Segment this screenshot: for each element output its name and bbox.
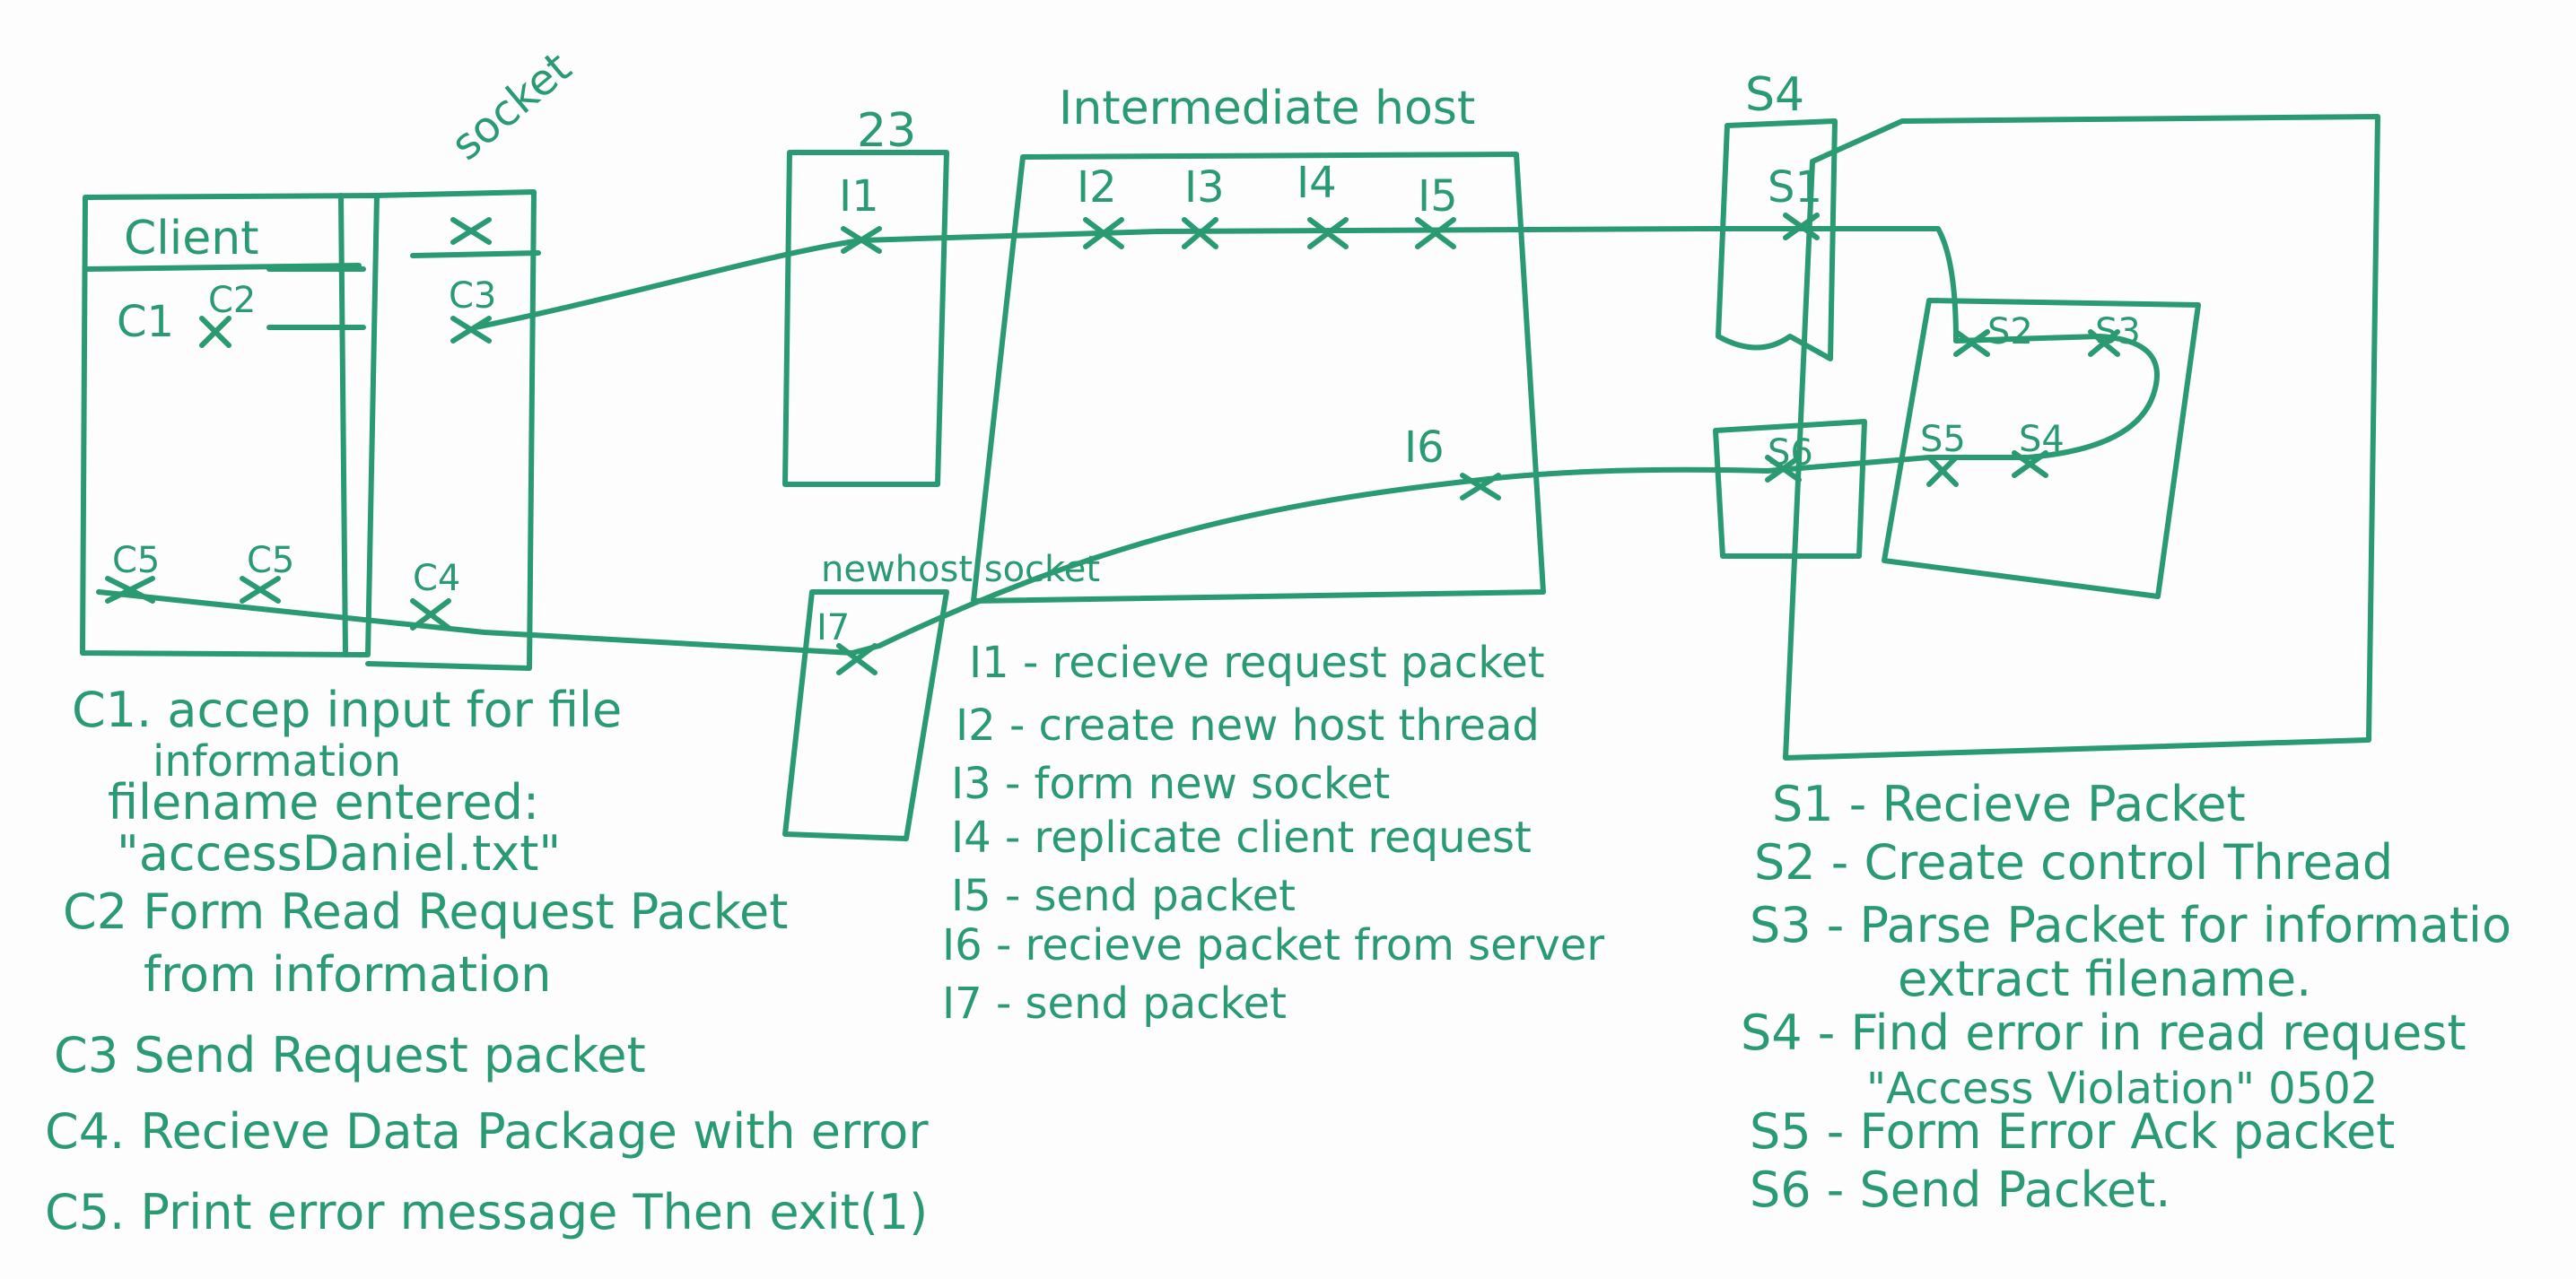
intermediate-note: I6 - recieve packet from server bbox=[942, 920, 1605, 970]
intermediate-note: I7 - send packet bbox=[942, 979, 1287, 1029]
label-s3: S3 bbox=[2095, 311, 2141, 352]
request-path bbox=[473, 226, 2160, 460]
server-note: S2 - Create control Thread bbox=[1754, 834, 2394, 891]
server-note: S4 - Find error in read request bbox=[1741, 1005, 2467, 1061]
client-note: filename entered: bbox=[108, 774, 540, 831]
intermediate-note: I2 - create new host thread bbox=[956, 700, 1540, 751]
client-divider bbox=[83, 263, 362, 272]
label-s4: S4 bbox=[2019, 419, 2065, 460]
label-c5: C5 bbox=[112, 540, 161, 581]
label-c5b: C5 bbox=[247, 540, 295, 581]
intermediate-box bbox=[971, 152, 1546, 604]
label-i5: I5 bbox=[1418, 171, 1458, 222]
newhost-box bbox=[782, 589, 949, 841]
intermediate-title: Intermediate host bbox=[1059, 82, 1476, 135]
server-note: S1 - Recieve Packet bbox=[1772, 776, 2246, 832]
label-i2: I2 bbox=[1077, 162, 1117, 213]
newhost-title: newhost socket bbox=[821, 549, 1101, 590]
client-note: C4. Recieve Data Package with error bbox=[45, 1103, 929, 1160]
server-box bbox=[1783, 114, 2380, 761]
z3-title: 23 bbox=[857, 104, 917, 158]
label-s6: S6 bbox=[1768, 432, 1813, 474]
client-note: C3 Send Request packet bbox=[54, 1027, 646, 1083]
socket-box bbox=[365, 189, 537, 671]
label-i3: I3 bbox=[1184, 162, 1225, 213]
x-marks bbox=[105, 213, 2120, 675]
intermediate-note: I5 - send packet bbox=[951, 871, 1296, 921]
server-note: "Access Violation" 0502 bbox=[1866, 1064, 2379, 1114]
client-box bbox=[80, 193, 380, 657]
label-s5: S5 bbox=[1920, 419, 1966, 460]
client-note: C1. accep input for file bbox=[72, 682, 623, 738]
control-thread-box bbox=[1882, 298, 2201, 599]
client-note: C5. Print error message Then exit(1) bbox=[45, 1184, 929, 1240]
client-note: C2 Form Read Request Packet bbox=[63, 883, 789, 940]
server-note: S5 - Form Error Ack packet bbox=[1750, 1103, 2396, 1160]
client-note: "accessDaniel.txt" bbox=[117, 825, 562, 882]
label-i4: I4 bbox=[1297, 158, 1337, 208]
label-c1: C1 bbox=[117, 297, 175, 347]
label-i6: I6 bbox=[1404, 422, 1445, 473]
intermediate-note: I1 - recieve request packet bbox=[969, 638, 1545, 688]
client-title: Client bbox=[124, 212, 259, 265]
socket-divider bbox=[410, 250, 541, 258]
response-path bbox=[96, 455, 1932, 656]
client-note: information bbox=[153, 736, 402, 787]
server-note: S6 - Send Packet. bbox=[1750, 1162, 2171, 1218]
intermediate-note: I3 - form new socket bbox=[951, 759, 1391, 809]
s4-title: S4 bbox=[1745, 68, 1805, 122]
server-note: extract filename. bbox=[1898, 951, 2312, 1007]
server-note: S3 - Parse Packet for informatio bbox=[1750, 897, 2512, 953]
client-note: from information bbox=[144, 946, 552, 1003]
intermediate-note: I4 - replicate client request bbox=[951, 813, 1532, 863]
label-i1: I1 bbox=[839, 171, 879, 222]
client-inner-line bbox=[338, 193, 348, 657]
server-socket-pocket bbox=[1713, 419, 1867, 559]
label-s2: S2 bbox=[1987, 311, 2033, 352]
label-c2: C2 bbox=[208, 280, 257, 321]
label-c4: C4 bbox=[413, 558, 461, 599]
label-s1: S1 bbox=[1768, 162, 1823, 213]
label-i7: I7 bbox=[816, 607, 851, 648]
label-c3: C3 bbox=[449, 275, 497, 317]
z3-box bbox=[782, 150, 949, 487]
